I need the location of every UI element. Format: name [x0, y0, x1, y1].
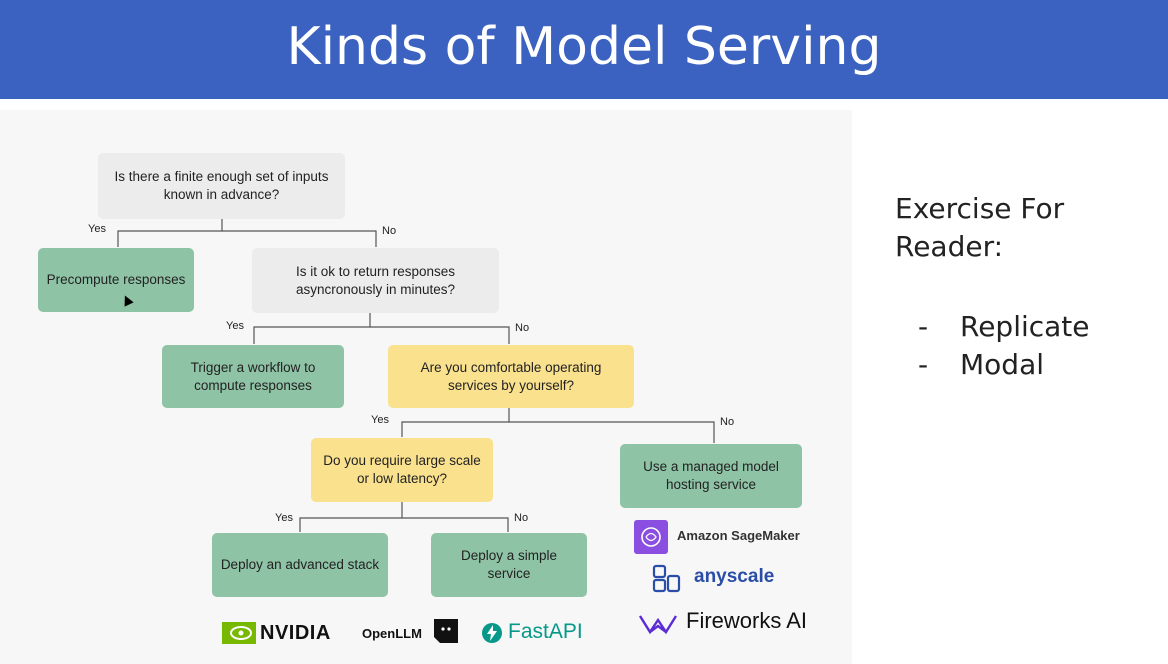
bullet-dash: -: [918, 310, 929, 343]
label-yes: Yes: [371, 414, 389, 426]
openllm-label: OpenLLM: [362, 626, 422, 641]
fireworks-icon: [638, 615, 678, 635]
node-self-operate-question: Are you comfortable operating services b…: [388, 345, 634, 408]
list-item-modal: Modal: [960, 348, 1044, 381]
bullet-dash: -: [918, 348, 929, 381]
label-no: No: [720, 416, 735, 428]
sagemaker-label: Amazon SageMaker: [677, 528, 800, 543]
node-managed-hosting: Use a managed model hosting service: [620, 444, 802, 508]
fastapi-icon: [482, 623, 502, 643]
node-advanced-stack: Deploy an advanced stack: [212, 533, 388, 597]
label-yes: Yes: [275, 512, 293, 524]
fastapi-label: FastAPI: [508, 620, 583, 643]
connector-q2-no: [370, 326, 510, 344]
anyscale-label: anyscale: [694, 566, 775, 587]
label-no: No: [382, 225, 397, 237]
node-simple-service: Deploy a simple service: [431, 533, 587, 597]
node-trigger-workflow: Trigger a workflow to compute responses: [162, 345, 344, 408]
node-finite-inputs-question: Is there a finite enough set of inputs k…: [98, 153, 345, 219]
label-no: No: [515, 322, 530, 334]
connector-q3-no: [509, 421, 715, 443]
connector-q4-no: [402, 517, 509, 532]
label-no: No: [514, 512, 529, 524]
connector-q1-no: [222, 230, 377, 247]
list-item-replicate: Replicate: [960, 310, 1090, 343]
sagemaker-icon: [634, 520, 668, 554]
nvidia-label: NVIDIA: [260, 622, 331, 644]
connector-q4: [299, 502, 403, 532]
connector-q1: [117, 219, 223, 247]
nvidia-icon: [222, 622, 256, 644]
slide-title: Kinds of Model Serving: [286, 17, 882, 77]
openllm-icon: [434, 619, 458, 643]
node-precompute: Precompute responses: [38, 248, 194, 312]
label-yes: Yes: [88, 223, 106, 235]
fireworks-label: Fireworks AI: [686, 608, 808, 633]
node-async-question: Is it ok to return responses asyncronous…: [252, 248, 499, 313]
title-banner: Kinds of Model Serving: [0, 0, 1168, 99]
exercise-heading-line2: Reader:: [895, 230, 1004, 263]
label-yes: Yes: [226, 320, 244, 332]
exercise-heading-line1: Exercise For: [895, 192, 1065, 225]
node-scale-latency-question: Do you require large scale or low latenc…: [311, 438, 493, 502]
connector-q2: [253, 313, 371, 344]
connector-q3: [401, 408, 510, 437]
anyscale-icon: [652, 564, 681, 593]
